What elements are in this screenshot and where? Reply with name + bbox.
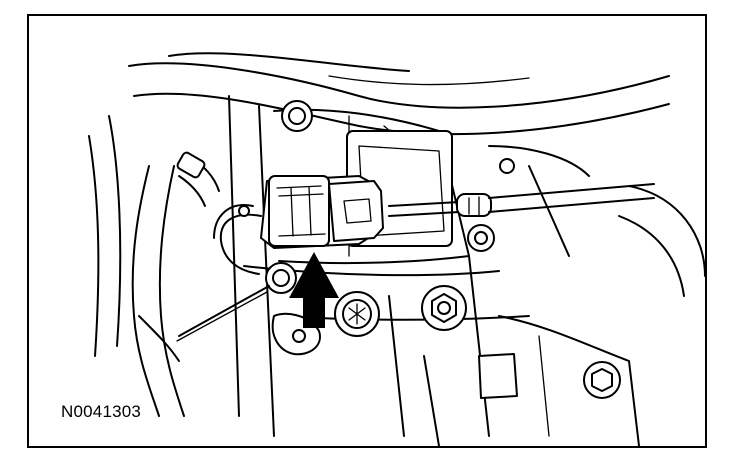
bolt-right-upper <box>467 224 495 252</box>
bolt-upper-left <box>281 100 313 132</box>
arrow-up-icon <box>289 252 339 328</box>
engine-component-illustration <box>88 52 705 446</box>
right-housing <box>488 145 705 297</box>
bolt-hex-lower-right <box>583 361 621 399</box>
electrical-connector <box>213 175 384 275</box>
cable-rod <box>388 183 655 217</box>
figure-id-label: N0041303 <box>61 402 142 421</box>
bolt-left-mount <box>265 262 297 294</box>
bolts <box>265 100 621 399</box>
bolt-small-top-right <box>499 158 515 174</box>
bolt-hex-center <box>421 285 467 331</box>
upper-hoses <box>128 52 670 136</box>
bolt-torx <box>334 291 380 337</box>
left-hoses <box>88 115 220 417</box>
lower-block <box>423 353 518 446</box>
illustration-frame: N0041303 <box>27 14 707 448</box>
